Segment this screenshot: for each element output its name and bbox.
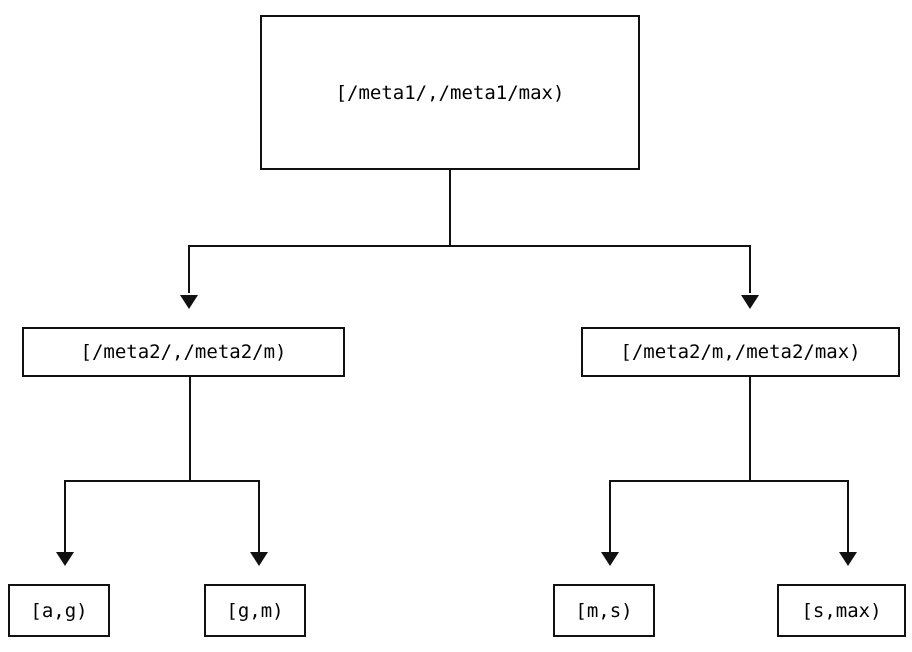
arrowhead-down-icon <box>839 552 857 566</box>
tree-leaf-s-max: [s,max) <box>777 584 906 637</box>
edge-right-to-leaf-ms <box>609 480 611 552</box>
edge-left-stem <box>189 377 191 481</box>
arrowhead-down-icon <box>741 295 759 309</box>
arrowhead-down-icon <box>601 552 619 566</box>
arrowhead-down-icon <box>250 552 268 566</box>
edge-right-branch <box>609 480 849 482</box>
edge-root-to-left <box>188 245 190 293</box>
edge-right-stem <box>749 377 751 481</box>
tree-leaf-a-g: [a,g) <box>8 584 110 637</box>
tree-node-left-range: [/meta2/,/meta2/m) <box>22 327 345 377</box>
edge-root-branch <box>188 245 751 247</box>
arrowhead-down-icon <box>56 552 74 566</box>
edge-root-stem <box>449 170 451 247</box>
edge-left-to-leaf-ag <box>64 480 66 552</box>
tree-leaf-g-m: [g,m) <box>204 584 306 637</box>
tree-leaf-m-s: [m,s) <box>553 584 655 637</box>
arrowhead-down-icon <box>180 295 198 309</box>
tree-node-right-range: [/meta2/m,/meta2/max) <box>581 327 900 377</box>
edge-right-to-leaf-smax <box>847 480 849 552</box>
edge-left-branch <box>64 480 260 482</box>
edge-root-to-right <box>749 245 751 293</box>
edge-left-to-leaf-gm <box>258 480 260 552</box>
tree-node-root: [/meta1/,/meta1/max) <box>260 15 640 170</box>
